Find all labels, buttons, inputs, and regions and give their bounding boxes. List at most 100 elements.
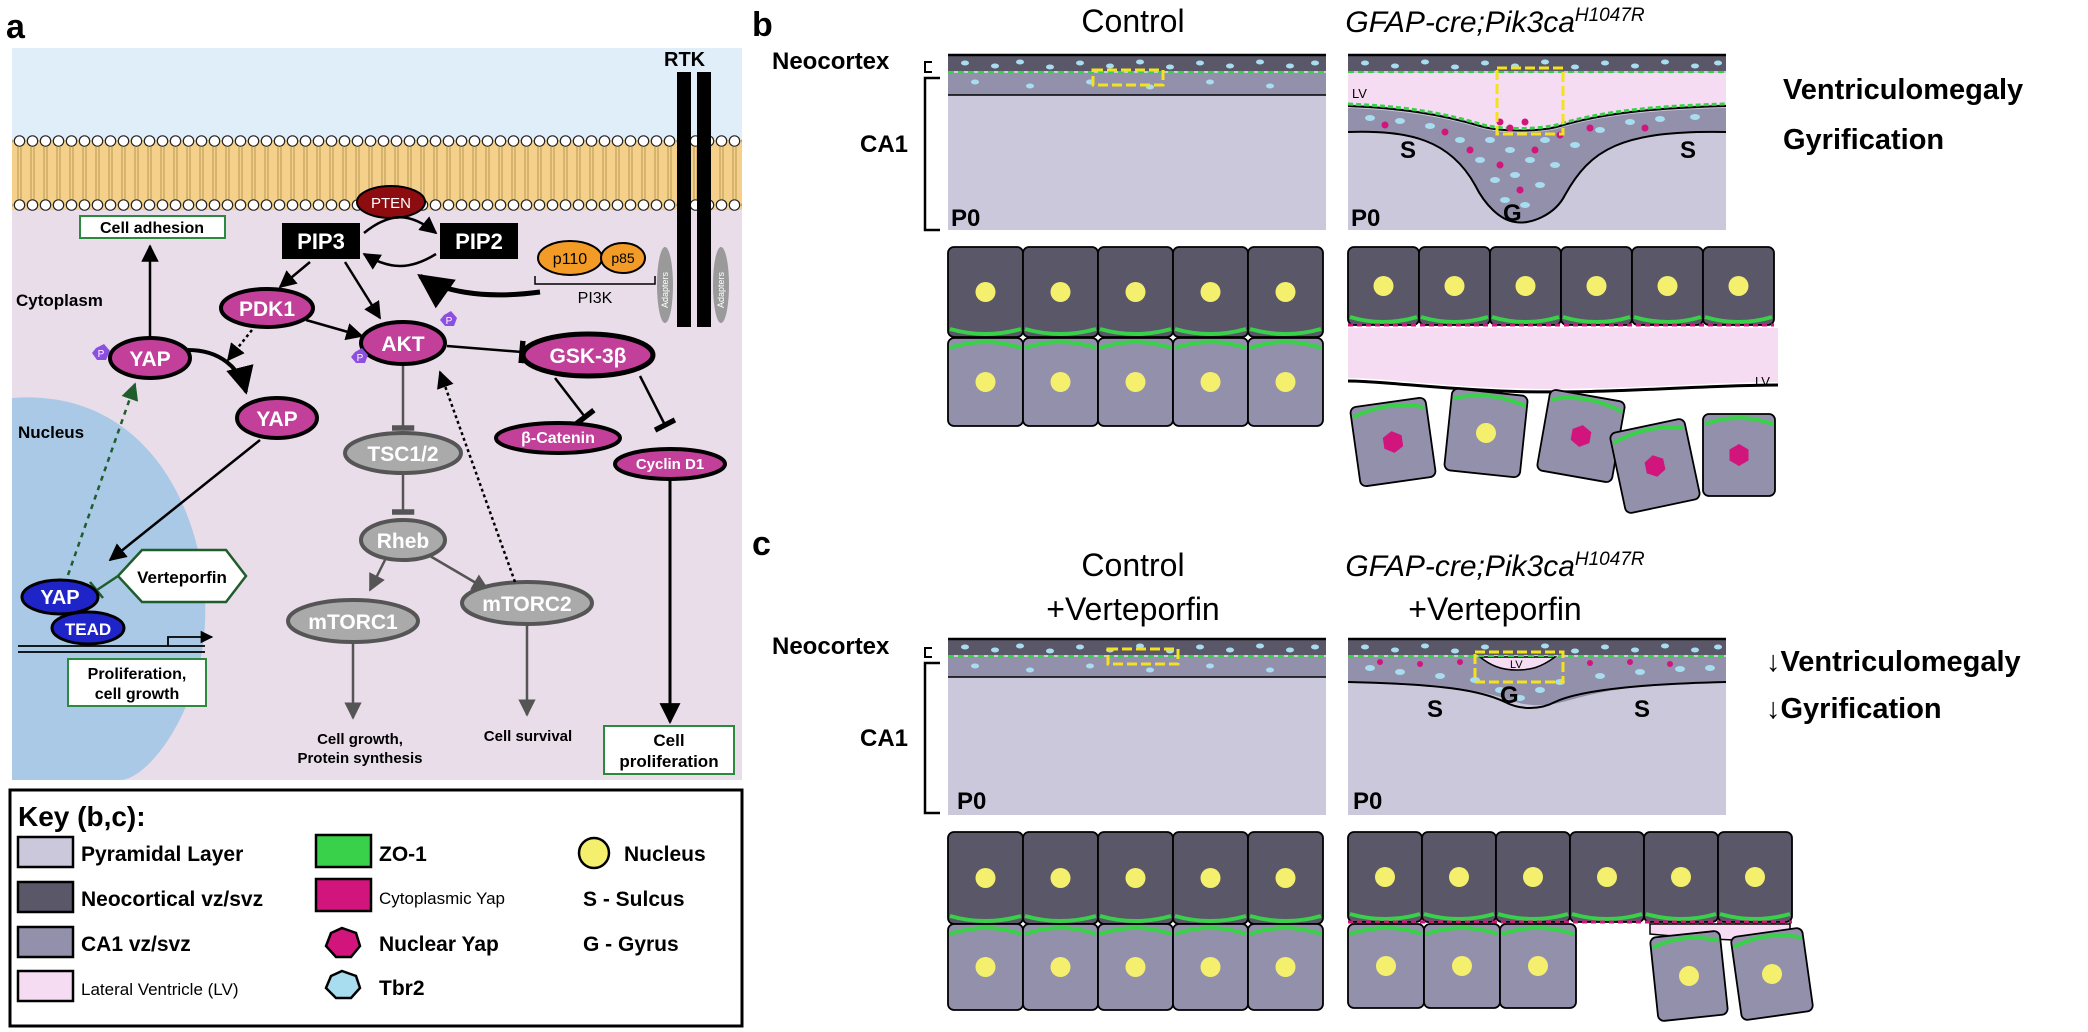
rheb-to-mtorc1 (368, 559, 387, 592)
cell (1489, 246, 1562, 326)
cell (1247, 831, 1324, 925)
cell-zo1-junction (1249, 914, 1322, 923)
pip3-label: PIP3 (297, 229, 345, 254)
c-mutant-zoom-box (1473, 650, 1565, 684)
cell (1702, 246, 1775, 326)
pdk1-to-yap-dotted (226, 329, 253, 362)
transcription-arrow (167, 630, 214, 646)
cell-zo1-junction (1704, 315, 1773, 324)
b-mutant-lv-band (1348, 328, 1778, 389)
akt-p-label-top: P (446, 316, 453, 327)
cell-zo1-junction (1174, 914, 1247, 923)
cell-nucleus (1476, 423, 1496, 443)
cell-nucleus (1200, 282, 1221, 302)
cell-nucleus (1762, 964, 1782, 984)
key-label-lv: Lateral Ventricle (LV) (81, 980, 238, 999)
b-neocortex-label: Neocortex (772, 48, 890, 75)
cell-zo1-junction (1352, 403, 1425, 420)
cell-nucleus (1745, 867, 1765, 887)
cell (1609, 418, 1701, 514)
cell-zo1-junction (1633, 315, 1702, 324)
c-mutant-s-left: S (1427, 696, 1443, 723)
pten-label: PTEN (371, 195, 411, 212)
p110-label: p110 (553, 251, 588, 268)
gsk3b-inhibits-cyclind1 (638, 375, 677, 433)
cell-zo1-junction (1550, 395, 1623, 414)
yap-nuclear-label: YAP (40, 587, 79, 609)
yap-nuclear-node (20, 578, 100, 616)
cell (1717, 831, 1793, 923)
pip3-to-akt-arrow (343, 261, 382, 320)
b-mutant-title: GFAP-cre;Pik3caH1047R (1345, 5, 1644, 39)
c-mutant-lv-label: LV (1510, 659, 1523, 671)
tead-label: TEAD (65, 620, 111, 639)
cell-zo1-junction (1349, 912, 1421, 921)
cell-zo1-junction (1704, 416, 1774, 426)
cell-nucleus (1452, 956, 1472, 976)
cell-zo1-junction (1571, 912, 1643, 921)
key-swatch-nucyap (324, 926, 362, 959)
nucleus-label: Nucleus (18, 423, 84, 442)
yap-phospho-label: YAP (129, 348, 170, 371)
b-control-zoom-box (1091, 68, 1165, 87)
yap-p-badge (92, 344, 110, 360)
cell-nucleus (1050, 957, 1071, 977)
cell-zo1-junction (1732, 933, 1802, 949)
adapter-right-label: Adapters (716, 271, 726, 308)
cell-nucleus (1125, 372, 1146, 392)
key-swatch-cytoyap (314, 877, 373, 913)
mtorc2-node (460, 580, 594, 626)
c-neocortex-label: Neocortex (772, 633, 890, 660)
c-ca1-label: CA1 (860, 725, 908, 752)
cell-nucleus (1375, 867, 1395, 887)
key-label-ca1vz: CA1 vz/svz (81, 933, 191, 956)
cell (1702, 413, 1776, 497)
b-mutant-prefix: GFAP-cre;Pik3ca (1345, 6, 1575, 39)
cell (1560, 246, 1633, 326)
cell-nucleus (1728, 276, 1749, 296)
pip2-label: PIP2 (455, 229, 503, 254)
cell-zo1-junction (1719, 912, 1791, 921)
extracellular-space (12, 48, 742, 140)
cell-zo1-junction (1349, 315, 1418, 324)
akt-p-label-left: P (357, 353, 364, 364)
key-label-nucleus: Nucleus (624, 843, 706, 866)
panel-c-label: c (752, 525, 771, 563)
nuclear-export-arrow (66, 382, 139, 576)
key-label-zo1: ZO-1 (379, 843, 427, 866)
key-label-gyrus: G - Gyrus (583, 933, 679, 956)
c-gyrification: ↓Gyrification (1766, 693, 1942, 725)
cell (1097, 831, 1174, 925)
cell-nucleus (1382, 431, 1404, 453)
c-control-p0: P0 (957, 788, 986, 815)
cell-nucleus (975, 372, 996, 392)
cell-nucleus (1597, 867, 1617, 887)
panel-c: Control +Verteporfin GFAP-cre;Pik3caH104… (772, 547, 2021, 1022)
gsk3b-inhibits-betacatenin (554, 377, 596, 426)
cytoplasm-label: Cytoplasm (16, 291, 103, 310)
key-swatch-pyramidal (16, 835, 75, 869)
proliferation-label-1: Proliferation, (88, 666, 187, 683)
cell (1347, 923, 1425, 1009)
cell-zo1-junction (1453, 393, 1526, 408)
cell-zo1-junction (1423, 912, 1495, 921)
c-mutant-p0: P0 (1353, 788, 1382, 815)
key-swatch-neocortical (16, 880, 75, 914)
c-mutant-s-right: S (1634, 696, 1650, 723)
panel-a-label: a (6, 8, 26, 46)
cell (947, 337, 1024, 427)
key-swatch-ca1vz (16, 925, 75, 959)
c-control-ca1vz (948, 657, 1326, 677)
cell-nucleus (1657, 276, 1678, 296)
b-control-p0: P0 (951, 205, 980, 232)
betacatenin-node (494, 421, 622, 455)
pip3-to-pdk1-arrow (278, 261, 311, 289)
cell-nucleus (1050, 372, 1071, 392)
cell-zo1-junction (1024, 914, 1097, 923)
cell-nucleus (1570, 425, 1592, 447)
cell-zo1-junction (1249, 926, 1322, 936)
pip2-to-pip3-arrow (362, 252, 437, 270)
b-control-cell-grid (947, 246, 1324, 427)
cell-nucleus (1679, 966, 1699, 986)
